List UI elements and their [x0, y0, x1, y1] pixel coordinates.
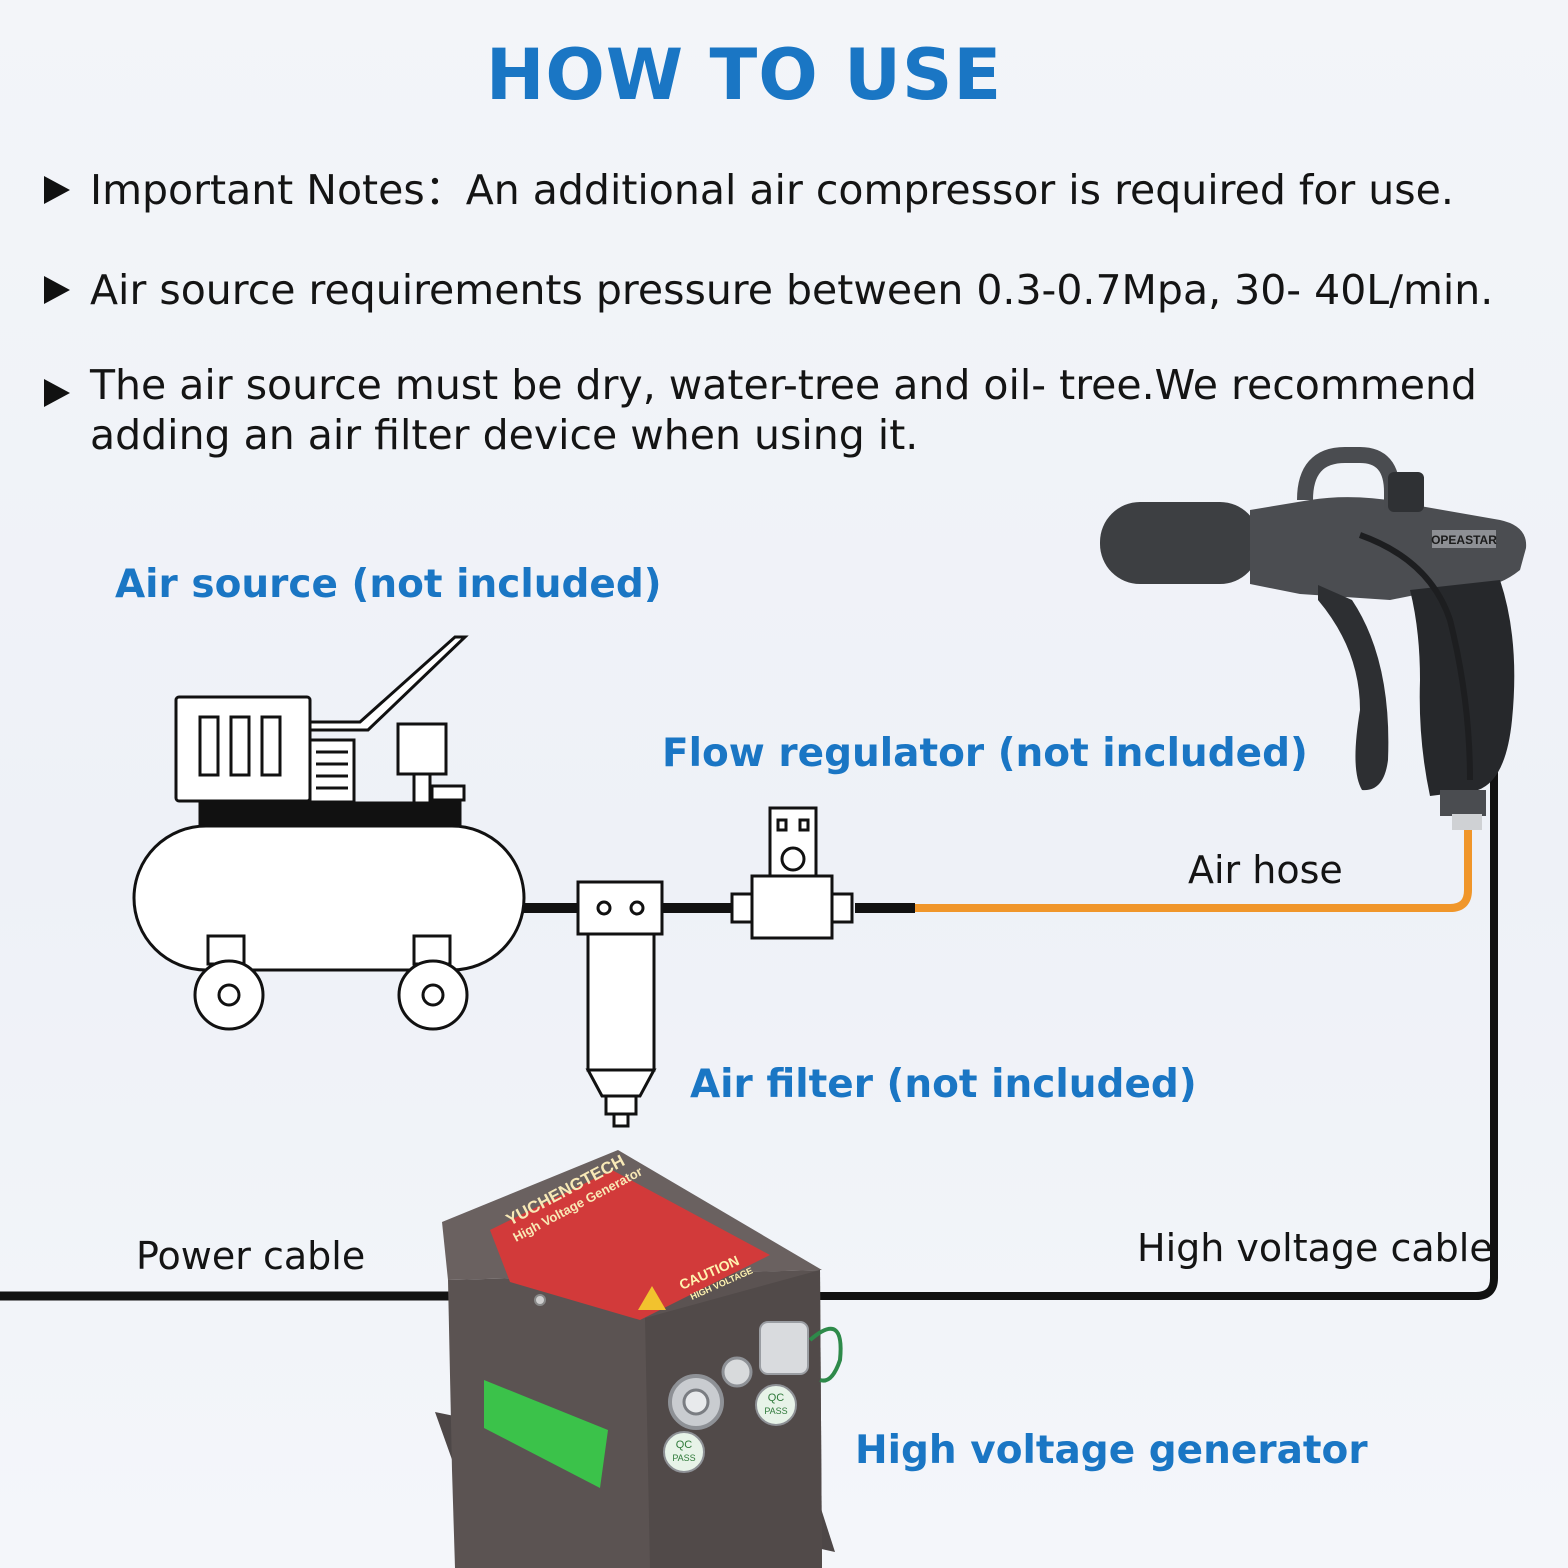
warning-triangle-icon: [638, 1286, 666, 1310]
bullet-arrow-icon: [44, 176, 70, 204]
svg-text:PASS: PASS: [764, 1406, 787, 1416]
note-important: Important Notes：An additional air compre…: [44, 162, 1454, 215]
qc-sticker-icon: [663, 1431, 705, 1473]
svg-text:QC: QC: [768, 1392, 785, 1404]
ion-air-gun-icon: OPEASTAR: [1100, 447, 1527, 830]
label-high-voltage-generator: High voltage generator: [855, 1428, 1368, 1473]
note-dry-air: The air source must be dry, water-tree a…: [44, 360, 1564, 460]
gun-brand-text: OPEASTAR: [1431, 533, 1497, 547]
bullet-arrow-icon: [44, 379, 70, 407]
qc-sticker-icon: [755, 1384, 797, 1426]
label-flow-regulator: Flow regulator (not included): [662, 731, 1308, 776]
flow-regulator-icon: [730, 806, 854, 940]
note-air-requirements: Air source requirements pressure between…: [44, 262, 1493, 315]
label-high-voltage-cable: High voltage cable: [1137, 1226, 1493, 1270]
air-filter-icon: [576, 880, 664, 1128]
air-hose: [915, 826, 1472, 912]
label-power-cable: Power cable: [136, 1234, 366, 1278]
high-voltage-generator-icon: YUCHENGTECH High Voltage Generator CAUTI…: [435, 1150, 843, 1568]
air-compressor-icon: [132, 635, 526, 1031]
ground-terminal-icon: [721, 1356, 753, 1388]
hv-cable-connector-icon: [759, 1321, 809, 1375]
high-voltage-cable: [800, 620, 1498, 1300]
label-air-filter: Air filter (not included): [690, 1062, 1197, 1107]
page-title: HOW TO USE: [485, 34, 1003, 116]
bullet-arrow-icon: [44, 276, 70, 304]
svg-text:PASS: PASS: [672, 1453, 695, 1463]
svg-text:QC: QC: [676, 1439, 693, 1451]
label-air-source: Air source (not included): [115, 562, 662, 607]
label-air-hose: Air hose: [1188, 848, 1343, 892]
